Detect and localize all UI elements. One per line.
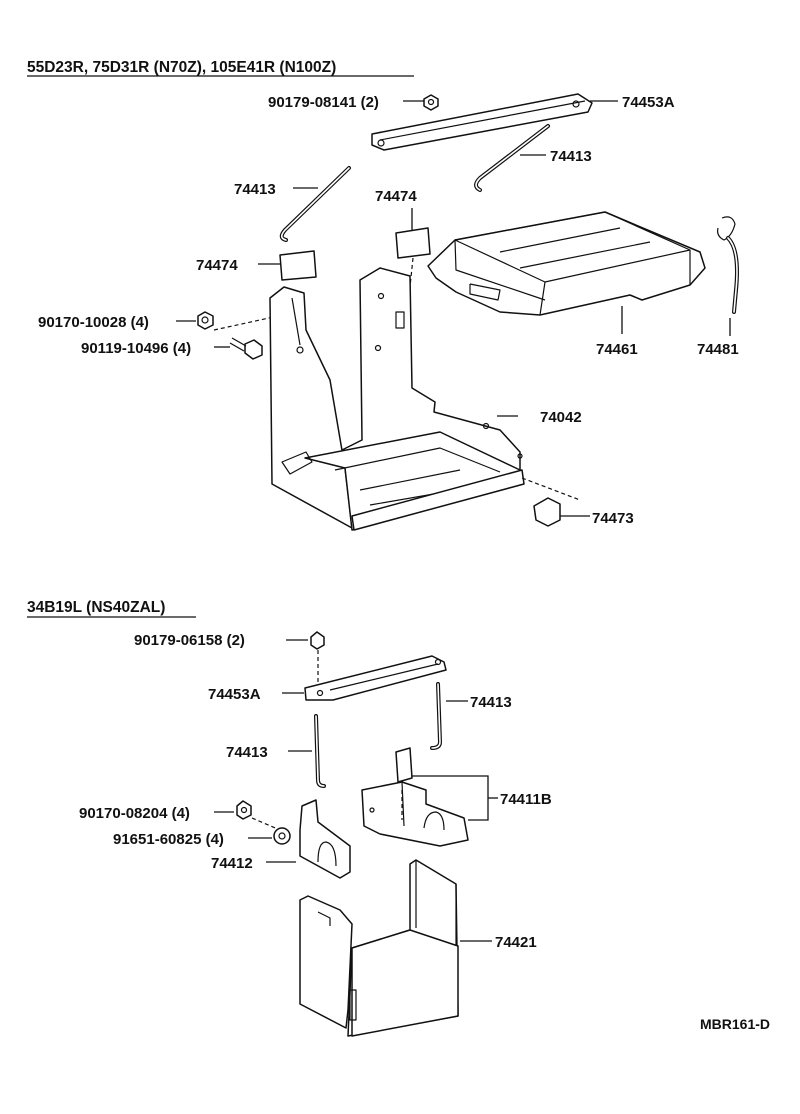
label-74413-upper-left: 74413 [234,181,276,198]
bolt-90119-10496 [229,337,263,360]
label-74474-left: 74474 [196,257,238,274]
bolt-91651-60825 [273,827,291,845]
clip-74473 [533,497,561,527]
bracket-74412 [299,799,351,879]
hold-down-strap-74481 [717,216,739,314]
battery-tray-74421 [299,859,459,1037]
label-74413-upper-right: 74413 [550,148,592,165]
label-74412: 74412 [211,855,253,872]
nut-90179-08141 [423,94,439,111]
battery-clamp-bar-upper [371,93,593,151]
j-bolt-left-lower [314,714,326,788]
label-74461: 74461 [596,341,638,358]
label-90179-08141: 90179-08141 (2) [268,94,379,111]
label-74474-top: 74474 [375,188,417,205]
pad-74474-left [279,250,317,281]
label-90119-10496: 90119-10496 (4) [81,340,191,357]
nut-90179-06158 [310,631,325,650]
nut-90170-08204 [236,800,252,820]
label-74413-lower-right: 74413 [470,694,512,711]
label-74453A-upper: 74453A [622,94,675,111]
reference-code: MBR161-D [700,1016,770,1032]
section-title-upper: 55D23R, 75D31R (N70Z), 105E41R (N100Z) [27,59,336,76]
battery-carrier-74042 [269,267,525,531]
section-title-lower: 34B19L (NS40ZAL) [27,599,165,616]
nut-90170-10028 [197,311,214,330]
label-74453A-lower: 74453A [208,686,261,703]
label-74042: 74042 [540,409,582,426]
section-lower: 34B19L (NS40ZAL) 90179-06158 (2) 74453A … [27,599,770,1037]
label-74473: 74473 [592,510,634,527]
pad-74474-top [395,227,431,259]
label-74481: 74481 [697,341,739,358]
label-74421: 74421 [495,934,537,951]
j-bolt-right-lower [430,682,443,750]
label-74411B: 74411B [500,791,552,808]
j-bolt-left-upper [279,166,351,242]
j-bolt-right-upper [474,124,550,192]
label-90170-10028: 90170-10028 (4) [38,314,149,331]
battery-cover-74461 [427,211,706,316]
battery-clamp-bar-lower [304,655,447,701]
label-91651-60825: 91651-60825 (4) [113,831,224,848]
section-upper: 55D23R, 75D31R (N70Z), 105E41R (N100Z) 9… [27,59,739,531]
label-74413-lower-left: 74413 [226,744,268,761]
bracket-74411B [361,747,469,847]
label-90170-08204: 90170-08204 (4) [79,805,190,822]
label-90179-06158: 90179-06158 (2) [134,632,245,649]
